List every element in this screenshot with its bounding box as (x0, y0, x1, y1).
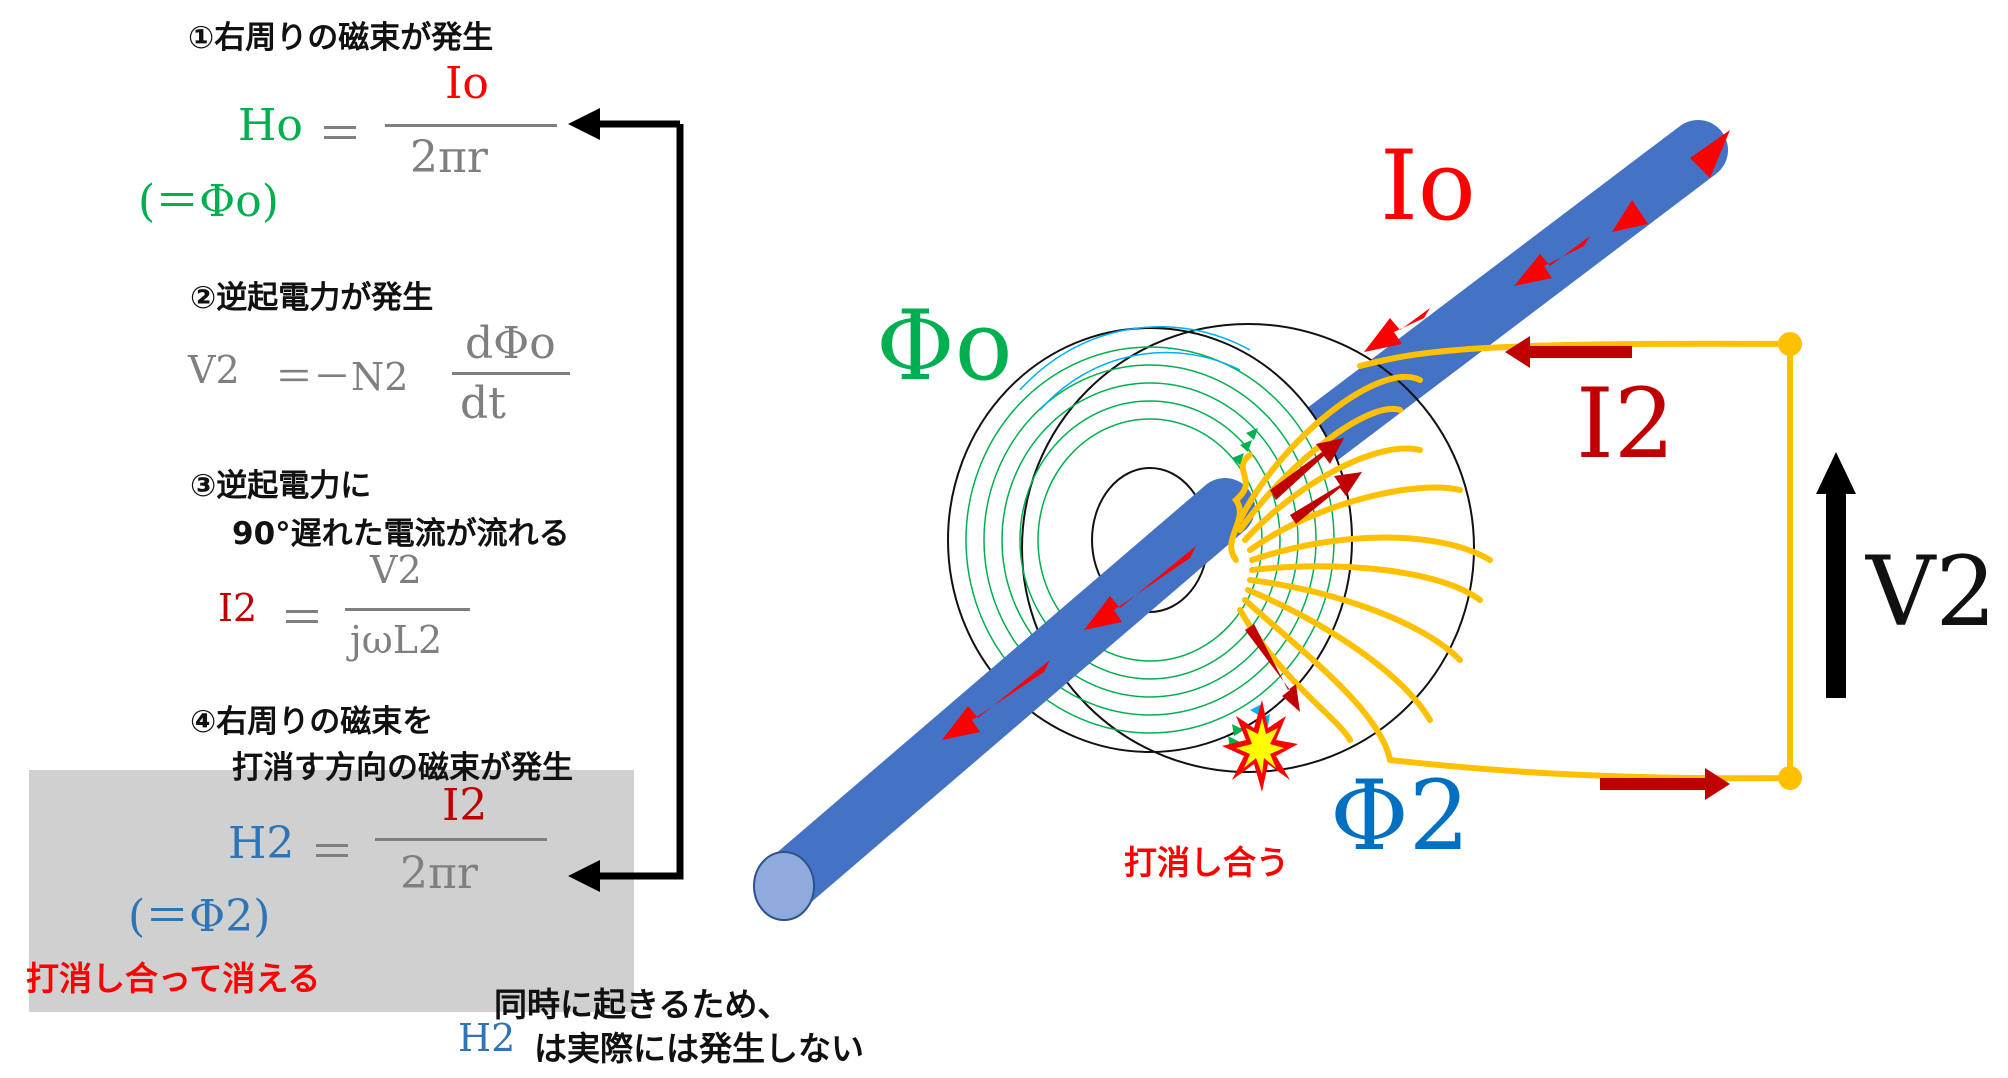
cancelled-region (29, 770, 634, 1012)
eq1-alt: (＝Φo) (138, 176, 279, 227)
eq3-numerator: V2 (370, 548, 422, 592)
eq2-fraction-bar (452, 372, 570, 375)
eq3-fraction-bar (345, 608, 470, 611)
eq4-fraction-bar (375, 838, 547, 841)
v2-arrow (1816, 452, 1856, 698)
eq1-fraction-bar (385, 124, 557, 127)
eq2-lhs: V2 (188, 348, 240, 392)
step-4-label-a: ④右周りの磁束を (190, 704, 434, 740)
eq4-denominator: 2πr (400, 848, 478, 899)
v2-label: V2 (1866, 536, 1997, 648)
eq4-lhs: H2 (228, 818, 295, 869)
cancel-burst (1222, 700, 1298, 792)
feedback-bracket-arrow (568, 108, 684, 892)
eq1-denominator: 2πr (410, 132, 488, 183)
i2-label: I2 (1576, 368, 1675, 480)
phi-o-label: Φo (876, 290, 1013, 402)
eq2-denominator: dt (460, 378, 506, 429)
step-3-label-a: ③逆起電力に (190, 468, 372, 504)
eq1-equals: ＝ (318, 109, 362, 160)
eq1-lhs: Ho (238, 100, 303, 151)
eq1-numerator: Io (445, 58, 489, 109)
secondary-loop (1228, 332, 1802, 790)
eq3-equals: ＝ (280, 593, 324, 644)
phi-2-label: Φ2 (1330, 760, 1470, 872)
terminal-top (1778, 332, 1802, 356)
terminal-bottom (1778, 766, 1802, 790)
eq3-denominator: jωL2 (350, 618, 443, 662)
step-1-label: ①右周りの磁束が発生 (188, 20, 494, 56)
simultaneous-note-a: 同時に起きるため、 (494, 985, 791, 1024)
step-2-label: ②逆起電力が発生 (190, 280, 434, 316)
conductor-end-face (753, 851, 815, 921)
i2-current-arrows (1245, 336, 1730, 800)
eq3-lhs: I2 (218, 586, 258, 630)
cancel-vanish-note: 打消し合って消える (26, 959, 321, 998)
cancel-label: 打消し合う (1124, 843, 1289, 882)
eq4-alt: (＝Φ2) (128, 891, 271, 942)
eq4-numerator: I2 (442, 780, 488, 831)
io-current-arrows (942, 130, 1730, 740)
simultaneous-note-b: は実際には発生しない (534, 1029, 864, 1068)
eq2-rhs-coef: ＝－N2 (275, 355, 409, 399)
step-3-label-b: 90°遅れた電流が流れる (232, 516, 570, 552)
eq2-numerator: dΦo (465, 318, 556, 369)
simultaneous-note-h2: H2 (458, 1016, 516, 1060)
io-label: Io (1380, 130, 1476, 242)
eq4-equals: ＝ (310, 827, 354, 878)
step-4-label-b: 打消す方向の磁束が発生 (232, 750, 573, 786)
